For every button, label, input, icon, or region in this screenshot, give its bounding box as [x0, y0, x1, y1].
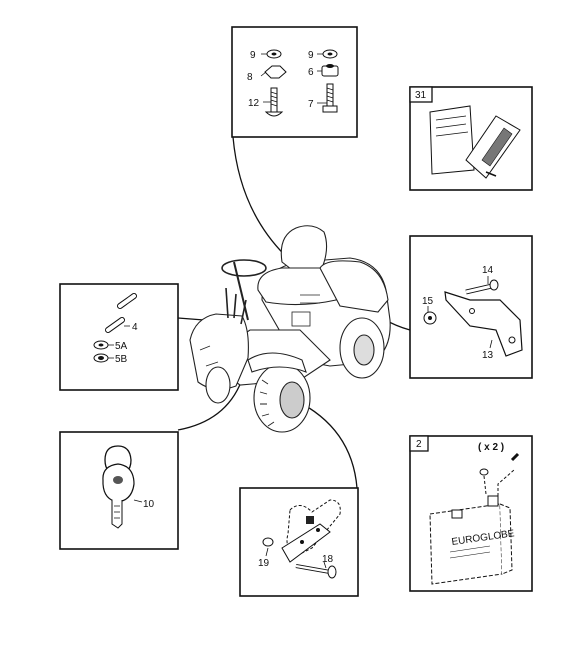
hardware-box: 9 8 12 9 6 7 — [231, 26, 358, 138]
callout-19: 19 — [258, 558, 270, 569]
callout-12: 12 — [248, 98, 260, 109]
callout-18: 18 — [322, 554, 334, 565]
callout-5b: 5B — [115, 354, 128, 365]
callout-6: 6 — [308, 67, 314, 78]
manual-box: 31 — [409, 86, 533, 191]
box-tag-31: 31 — [415, 90, 427, 101]
callout-4: 4 — [132, 322, 138, 333]
box-tag-2: 2 — [416, 439, 422, 450]
pins-box: 4 5A 5B — [59, 283, 179, 391]
manual-book-icon — [429, 105, 475, 175]
pedal-box: 19 18 — [239, 487, 359, 597]
callout-9: 9 — [250, 50, 256, 61]
wing-nut-icon — [264, 65, 287, 79]
mounting-bracket-icon — [444, 291, 523, 357]
callout-15: 15 — [422, 296, 434, 307]
bracket-box: 14 15 13 — [409, 235, 533, 379]
pin-icon — [106, 318, 124, 332]
leader-line-hardware — [232, 136, 293, 263]
terminal-nut-icon — [479, 468, 489, 476]
callout-13: 13 — [482, 350, 494, 361]
battery-box: 2 ( x 2 ) EUROGLOBE — [409, 435, 533, 592]
quantity-label: ( x 2 ) — [478, 442, 504, 453]
callout-9: 9 — [308, 50, 314, 61]
callout-8: 8 — [247, 72, 253, 83]
callout-14: 14 — [482, 265, 494, 276]
pin-icon — [118, 294, 136, 308]
tractor-illustration — [189, 225, 391, 433]
callout-7: 7 — [308, 99, 314, 110]
bolt-head-icon — [489, 279, 499, 291]
callout-5a: 5A — [115, 341, 128, 352]
callout-10: 10 — [143, 499, 155, 510]
washer-icon — [262, 537, 274, 547]
key-box: 10 — [59, 431, 179, 550]
pedal-bracket-icon — [281, 523, 331, 563]
hex-bolt-icon — [326, 83, 334, 107]
carriage-bolt-icon — [295, 564, 331, 574]
